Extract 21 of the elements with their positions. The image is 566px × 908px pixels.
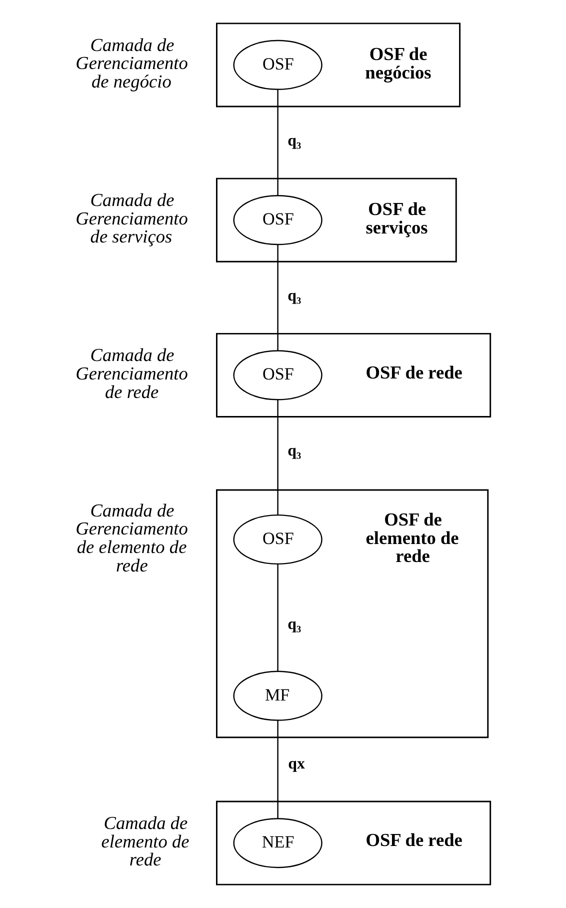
connector: [277, 90, 278, 196]
node-ellipse: OSF: [233, 40, 322, 90]
node-label: Camada de Gerenciamento de rede: [76, 345, 188, 402]
edge-label: q₃: [288, 442, 302, 460]
node-label: Camada de Gerenciamento de elemento de rede: [76, 500, 188, 576]
connector: [277, 400, 278, 515]
edge-label: q₃: [288, 132, 302, 150]
edge-label: qx: [288, 755, 305, 772]
connector: [277, 244, 278, 351]
node-ellipse: OSF: [233, 514, 322, 565]
node-ellipse: OSF: [233, 350, 322, 400]
node-label: Camada de elemento de rede: [101, 812, 190, 870]
node-ellipse: MF: [233, 670, 322, 721]
node-ellipse: NEF: [233, 818, 322, 868]
node-ellipse: OSF: [233, 195, 322, 246]
edge-label: q₃: [288, 288, 302, 305]
node-label: Camada de Gerenciamento de negócio: [76, 34, 188, 92]
connector: [277, 564, 278, 672]
node-label: Camada de Gerenciamento de serviços: [76, 190, 188, 247]
connector: [277, 720, 278, 818]
edge-label: q₃: [288, 616, 302, 634]
